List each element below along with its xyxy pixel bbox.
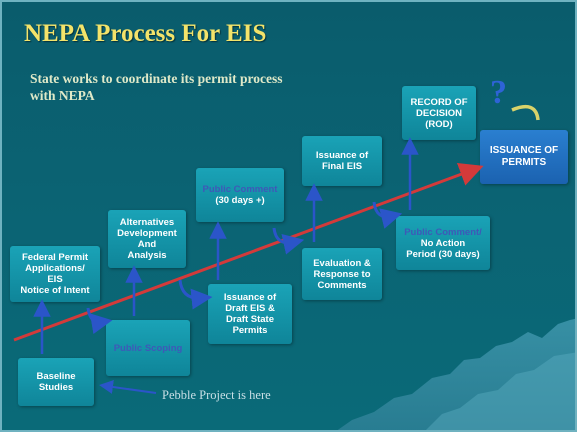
box-line: RECORD OF <box>410 96 468 108</box>
box-baseline-studies: Baseline Studies <box>18 358 94 406</box>
slide-subtitle: State works to coordinate its permit pro… <box>30 71 283 103</box>
box-line: Public Comment <box>202 184 278 195</box>
box-draft-eis: Issuance of Draft EIS & Draft State Perm… <box>208 284 292 344</box>
box-line: ISSUANCE OF <box>489 145 559 156</box>
box-line: (30 days +) <box>215 195 265 206</box>
box-line: Comments <box>317 279 367 291</box>
box-line: Issuance of <box>223 292 277 303</box>
box-line: Final EIS <box>321 161 363 172</box>
box-line: Response to <box>313 268 371 280</box>
box-line: Alternatives <box>119 217 175 228</box>
box-line: Baseline <box>36 371 76 382</box>
box-line: DECISION <box>416 107 462 119</box>
box-line: Period (30 days) <box>406 248 480 260</box>
box-line: Federal Permit <box>22 252 88 263</box>
box-federal-permit: Federal Permit Applications/ EIS Notice … <box>10 246 100 302</box>
box-line: Issuance of <box>315 150 369 161</box>
box-line: No Action <box>420 237 466 249</box>
pebble-note: Pebble Project is here <box>162 388 271 402</box>
box-line: EIS <box>47 274 63 285</box>
mountain-silhouette <box>337 318 575 430</box>
question-mark: ? <box>490 74 507 111</box>
box-public-comment-draft: Public Comment (30 days +) <box>196 168 284 222</box>
box-alternatives: Alternatives Development And Analysis <box>108 210 186 268</box>
box-line: Analysis <box>127 250 167 261</box>
box-line: Evaluation & <box>313 257 371 269</box>
box-line: (ROD) <box>425 118 453 130</box>
box-evaluation: Evaluation & Response to Comments <box>302 248 382 300</box>
box-line: Notice of Intent <box>20 285 90 296</box>
box-line: Applications/ <box>25 263 85 274</box>
box-record-of-decision: RECORD OF DECISION (ROD) <box>402 86 476 140</box>
box-line: Development <box>117 228 177 239</box>
box-final-eis: Issuance of Final EIS <box>302 136 382 186</box>
box-line: Public Scoping <box>113 342 183 354</box>
box-line: Studies <box>38 382 74 393</box>
box-line: PERMITS <box>501 157 547 168</box>
box-line: Draft State <box>225 314 275 325</box>
mountain-highlight <box>426 352 575 430</box>
box-line: Public Comment/ <box>404 226 482 238</box>
box-line: Draft EIS & <box>225 303 275 314</box>
slide-title: NEPA Process For EIS <box>24 20 267 47</box>
box-line: And <box>137 239 157 250</box>
box-issuance-of-permits: ISSUANCE OF PERMITS <box>480 130 568 184</box>
box-no-action-period: Public Comment/ No Action Period (30 day… <box>396 216 490 270</box>
box-public-scoping: Public Scoping <box>106 320 190 376</box>
box-line: Permits <box>232 325 268 336</box>
